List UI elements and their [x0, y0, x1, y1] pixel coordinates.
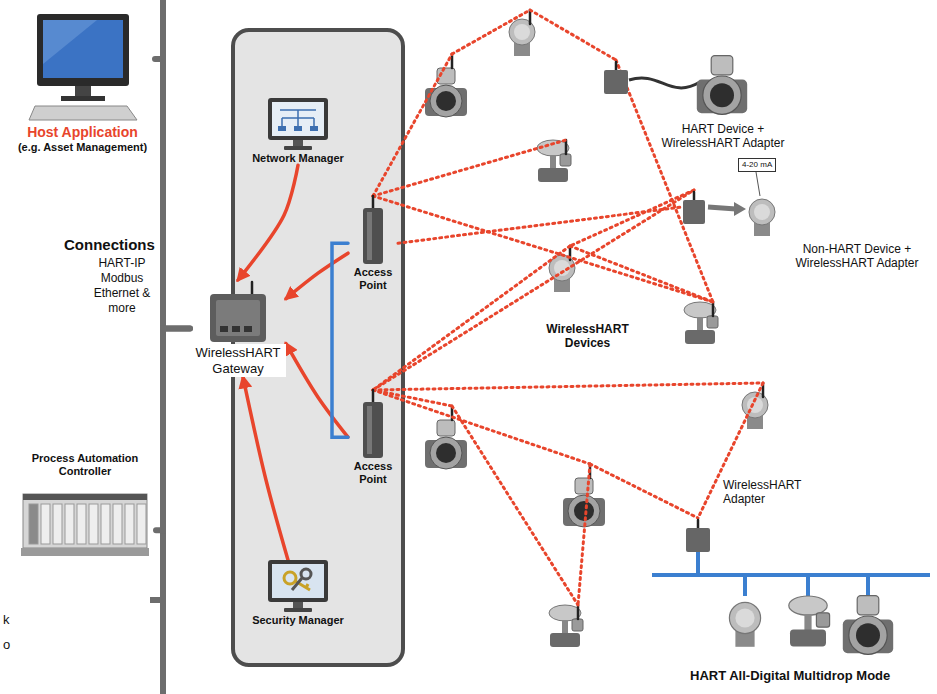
node-label: Non-HART Device + WirelessHART Adapter	[782, 242, 932, 271]
signal-label: 4-20 mA	[738, 158, 776, 172]
transmitter-icon	[749, 199, 775, 236]
bus-link	[156, 329, 190, 531]
transmitter-icon	[742, 383, 768, 429]
flowmeter-icon	[843, 596, 893, 655]
access-point-link	[332, 243, 348, 437]
node-label: Access Point	[348, 266, 398, 292]
multidrop-bus	[652, 552, 930, 596]
wirelesshart-adapter: WirelessHART Adapter	[685, 518, 711, 552]
ad-icon	[603, 60, 629, 94]
node-label: WirelessHART Adapter	[723, 478, 823, 507]
adapter-cable	[629, 78, 700, 88]
valve-icon	[549, 605, 583, 647]
adapter-link	[708, 207, 736, 209]
ctl-icon	[21, 478, 149, 558]
group-label: WirelessHART Devices	[535, 322, 640, 351]
process-controller: Process Automation Controller	[14, 452, 156, 558]
bus-stub	[150, 597, 163, 603]
gw-icon	[206, 280, 270, 344]
connections-heading: Connections	[64, 236, 155, 254]
manager-arrow	[286, 344, 348, 438]
mesh-link	[398, 207, 682, 243]
node-label: HART Device + WirelessHART Adapter	[648, 122, 798, 151]
pc-icon	[27, 14, 139, 124]
wirelesshart-adapter: Non-HART Device + WirelessHART Adapter	[682, 190, 706, 224]
mesh-link	[530, 10, 616, 60]
security-manager: Security Manager	[250, 560, 346, 627]
mesh-link	[373, 140, 566, 196]
gateway: WirelessHART Gateway	[190, 280, 286, 377]
transmitter-icon	[729, 602, 760, 646]
bus-link	[155, 59, 190, 329]
access-point: Access Point	[348, 388, 398, 486]
node-label: Process Automation Controller	[14, 452, 156, 478]
mesh-link	[590, 464, 698, 518]
mesh-link	[452, 406, 578, 605]
mesh-link	[373, 383, 763, 390]
mesh-link	[373, 246, 570, 390]
valve-icon	[789, 596, 830, 646]
node-label: Security Manager	[250, 614, 346, 627]
link-arrowhead	[734, 202, 746, 216]
cropped-text: k	[3, 612, 10, 628]
leader-line	[756, 172, 760, 196]
network-manager: Network Manager	[250, 98, 346, 165]
mesh-link	[373, 196, 713, 302]
mesh-link	[373, 190, 694, 390]
sm-icon	[266, 560, 330, 614]
node-label: WirelessHART Gateway	[190, 344, 286, 377]
cropped-text: o	[3, 637, 10, 653]
transmitter-icon	[509, 10, 535, 56]
ap-icon	[361, 194, 385, 266]
node-label: (e.g. Asset Management)	[10, 141, 155, 154]
node-label: Access Point	[348, 460, 398, 486]
mesh-link	[373, 54, 452, 196]
wirelesshart-adapter: HART Device + WirelessHART Adapter	[603, 60, 629, 94]
flowmeter-icon	[697, 56, 747, 115]
host-computer: Host Application(e.g. Asset Management)	[10, 14, 155, 154]
valve-icon	[684, 302, 718, 344]
nm-icon	[266, 98, 330, 152]
mesh-link	[616, 60, 713, 302]
manager-arrow	[243, 377, 288, 560]
mode-label: HART All-Digital Multidrop Mode	[690, 668, 890, 684]
access-point: Access Point	[348, 194, 398, 292]
mesh-link	[578, 464, 590, 605]
ad-icon	[682, 190, 706, 224]
mesh-link	[452, 10, 530, 54]
mesh-link	[570, 246, 713, 302]
ad-icon	[685, 518, 711, 552]
protocol-list: HART-IP Modbus Ethernet & more	[93, 256, 151, 316]
manager-arrow	[286, 253, 348, 298]
manager-arrow	[238, 165, 298, 280]
ap-icon	[361, 388, 385, 460]
node-label: Network Manager	[250, 152, 346, 165]
node-label: Host Application	[10, 124, 155, 141]
